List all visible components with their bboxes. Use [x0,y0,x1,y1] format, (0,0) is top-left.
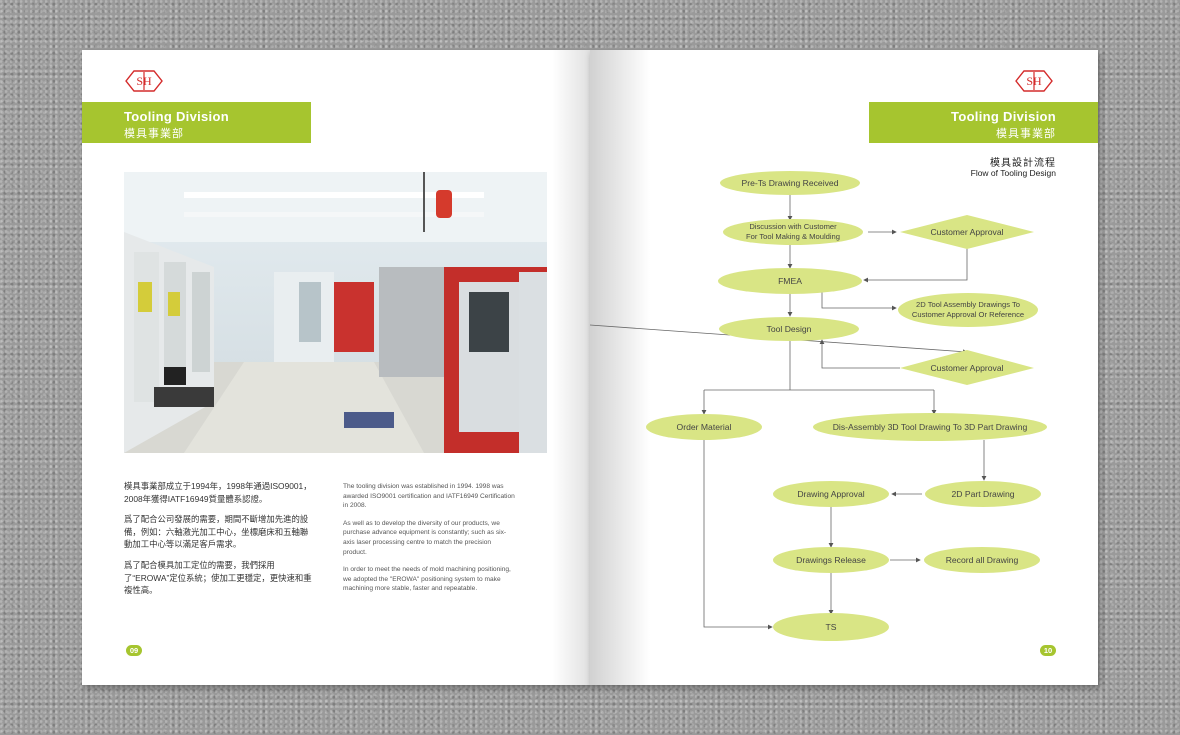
section-banner: Tooling Division 模具事業部 [82,102,311,143]
step-order-material: Order Material [677,422,732,432]
left-page: SH Tooling Division 模具事業部 [82,50,590,685]
step-assembly-line2: Customer Approval Or Reference [912,310,1024,319]
workshop-photo [124,172,547,453]
banner-title-zh: 模具事業部 [124,128,184,140]
step-drawings-release: Drawings Release [796,555,866,565]
section-banner: Tooling Division 模具事業部 [869,102,1098,143]
description-en: The tooling division was established in … [343,482,515,602]
step-customer-approval-1: Customer Approval [930,227,1003,237]
svg-text:SH: SH [1026,74,1042,88]
paragraph-en-2: As well as to develop the diversity of o… [343,519,507,556]
page-gutter-shadow [552,50,590,685]
step-record-all-drawing: Record all Drawing [946,555,1019,565]
paragraph-en-3: In order to meet the needs of mold machi… [343,566,511,593]
company-logo: SH [1014,69,1054,93]
step-fmea: FMEA [778,276,802,286]
step-tool-design: Tool Design [767,324,812,334]
step-dis-assembly: Dis-Assembly 3D Tool Drawing To 3D Part … [833,422,1028,432]
step-assembly-line1: 2D Tool Assembly Drawings To [916,300,1020,309]
page-number: 10 [1040,645,1056,656]
step-discussion-line1: Discussion with Customer [749,222,837,231]
flow-title-zh: 模具設計流程 [990,158,1056,169]
step-2d-part-drawing: 2D Part Drawing [951,489,1014,499]
right-page: SH Tooling Division 模具事業部 模具設計流程 Flow of… [590,50,1098,685]
step-customer-approval-2: Customer Approval [930,363,1003,373]
step-drawing-approval: Drawing Approval [797,489,864,499]
step-discussion-line2: For Tool Making & Moulding [746,232,840,241]
svg-text:SH: SH [136,74,152,88]
banner-title-en: Tooling Division [951,109,1056,124]
page-number: 09 [126,645,142,656]
company-logo: SH [124,69,164,93]
paragraph-zh-3: 爲了配合模具加工定位的需要，我們採用了“EROWA”定位系統；使加工更穩定，更快… [124,559,312,596]
tooling-design-flowchart: Pre-Ts Drawing Received Discussion with … [590,171,1047,641]
page-gutter-shadow [590,50,650,685]
flow-title-en: Flow of Tooling Design [970,168,1056,178]
paragraph-en-1: The tooling division was established in … [343,483,515,510]
step-pre-ts: Pre-Ts Drawing Received [742,178,839,188]
step-ts: TS [826,622,837,632]
banner-title-zh: 模具事業部 [996,128,1056,140]
paragraph-zh-2: 爲了配合公司發展的需要，期間不斷增加先進的設備，例如：六軸激光加工中心，坐標磨床… [124,514,309,550]
banner-title-en: Tooling Division [124,109,229,124]
paragraph-zh-1: 模具事業部成立于1994年，1998年通過ISO9001，2008年獲得IATF… [124,481,312,504]
description-zh: 模具事業部成立于1994年，1998年通過ISO9001，2008年獲得IATF… [124,480,316,605]
